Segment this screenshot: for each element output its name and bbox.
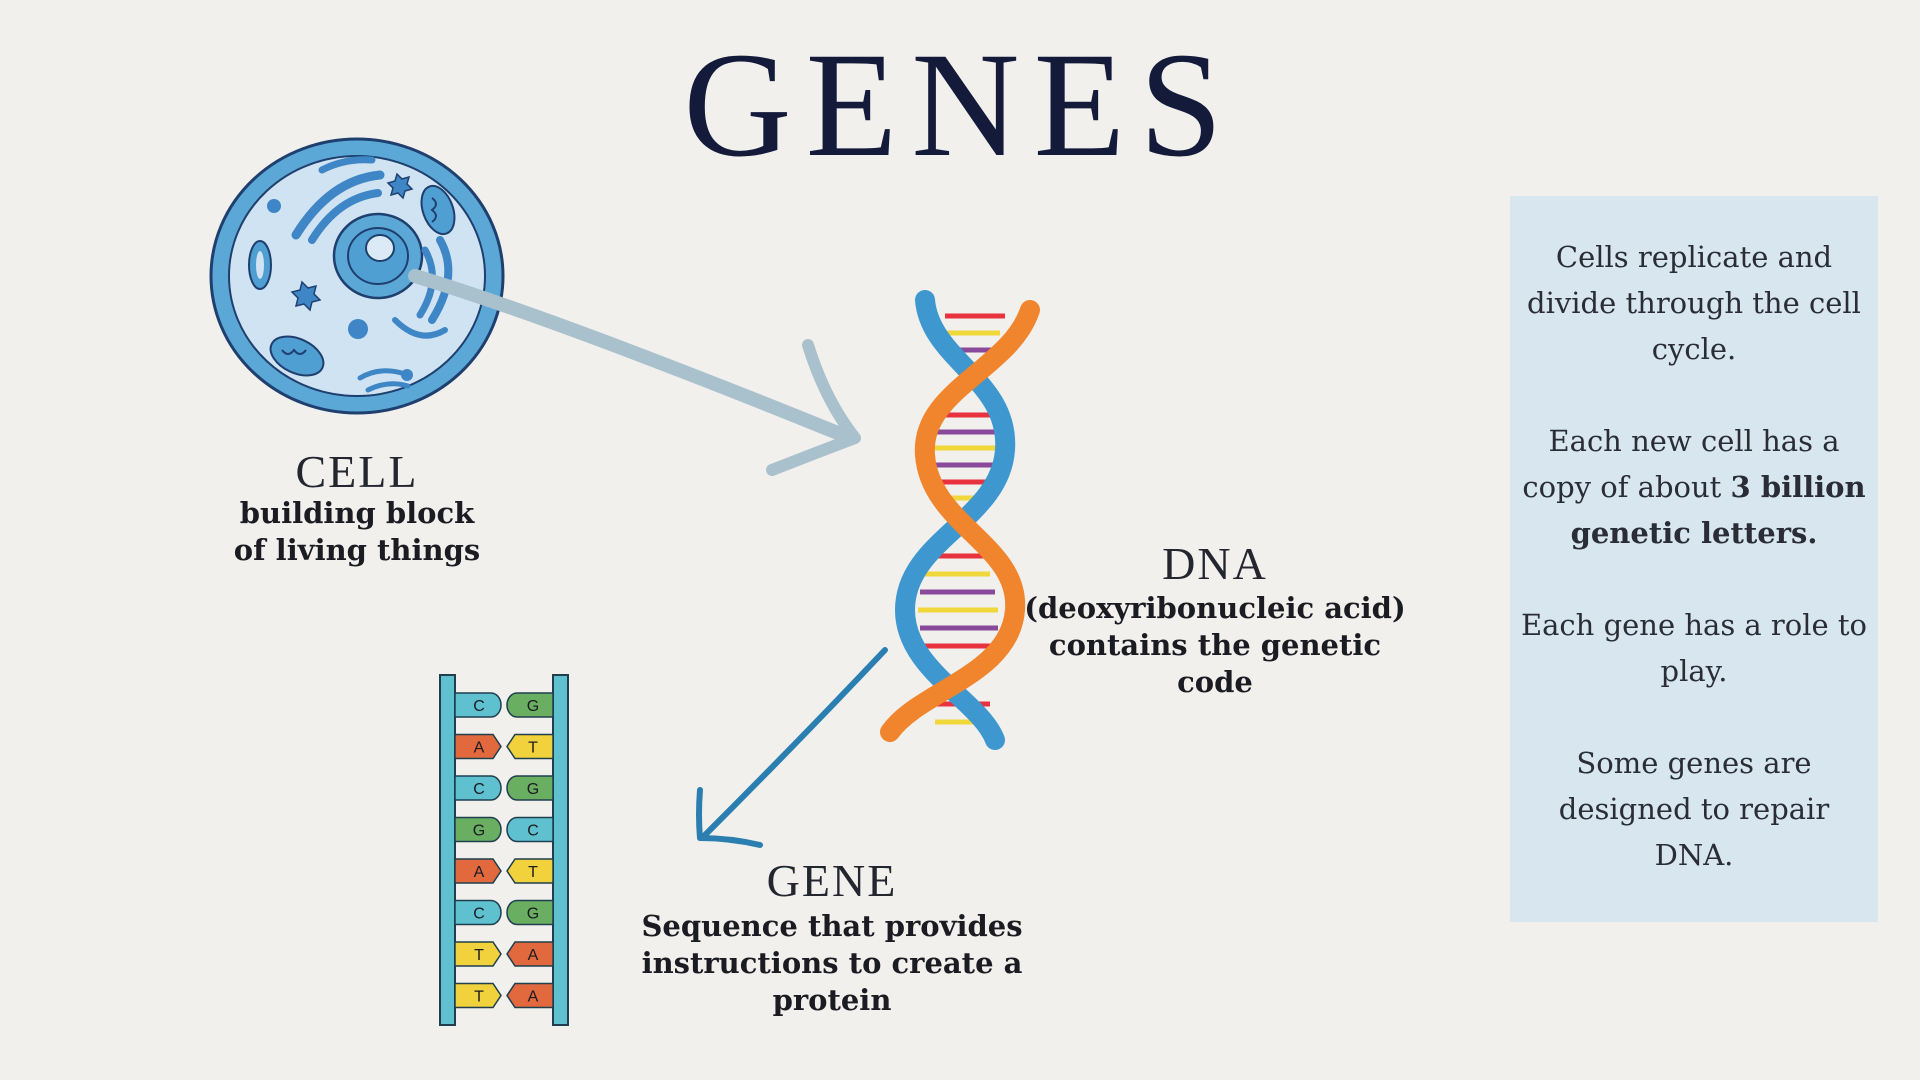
info-panel-text: Cells replicate and divide through the c… [1520, 234, 1868, 878]
base-letter-right: C [527, 823, 539, 840]
base-letter-right: G [527, 906, 539, 923]
base-left [454, 692, 502, 718]
base-letter-left: T [474, 989, 484, 1006]
base-letter-left: A [474, 740, 485, 757]
base-right [506, 858, 554, 884]
base-left [454, 858, 502, 884]
base-right [506, 692, 554, 718]
cell-description-line1: building block [239, 496, 475, 530]
dna-heading: DNA [1162, 538, 1268, 589]
base-letter-right: A [528, 947, 539, 964]
base-letter-left: C [473, 906, 485, 923]
gene-heading: GENE [766, 855, 898, 906]
base-letter-right: T [528, 740, 538, 757]
info-paragraph-4: Some genes are designed to repair DNA. [1558, 746, 1830, 872]
base-right [506, 775, 554, 801]
cell-heading: CELL [295, 446, 419, 497]
base-right [506, 982, 554, 1009]
page-title: GENES [683, 22, 1237, 188]
base-letter-left: T [474, 947, 484, 964]
info-paragraph-2-text: Each new cell has a copy of about [1522, 424, 1840, 504]
gene-description-line3: protein [772, 983, 892, 1017]
gene-description-line1: Sequence that provides [641, 909, 1023, 943]
base-letter-right: G [527, 781, 539, 798]
base-left [454, 941, 502, 967]
arrow-cell-to-dna [408, 269, 861, 476]
cell-description: building block of living things [207, 495, 507, 569]
gene-description-line2: instructions to create a [641, 946, 1023, 980]
dna-description: (deoxyribonucleic acid) contains the gen… [1010, 590, 1420, 701]
base-left [454, 816, 502, 843]
cell-illustration [209, 137, 505, 415]
info-paragraph-2-bold: 3 billion genetic letters. [1570, 470, 1866, 550]
info-panel: Cells replicate and divide through the c… [1510, 196, 1878, 922]
base-letter-left: A [474, 864, 485, 881]
info-paragraph-1: Cells replicate and divide through the c… [1527, 240, 1861, 366]
base-letter-right: A [528, 989, 539, 1006]
base-right [506, 816, 554, 843]
base-letter-left: G [473, 823, 485, 840]
cell-description-line2: of living things [233, 533, 481, 567]
base-letter-left: C [473, 698, 485, 715]
base-letter-right: T [528, 864, 538, 881]
dna-description-line1: (deoxyribonucleic acid) [1024, 591, 1406, 625]
base-right [506, 941, 554, 967]
info-paragraph-3: Each gene has a role to play. [1520, 608, 1868, 688]
dna-helix-illustration [880, 290, 1040, 750]
base-right [506, 733, 554, 760]
info-paragraph-2: Each new cell has a copy of about 3 bill… [1520, 418, 1868, 556]
base-left [454, 982, 502, 1009]
arrow-dna-to-gene [696, 647, 888, 848]
base-letter-right: G [527, 698, 539, 715]
base-letter-left: C [473, 781, 485, 798]
base-left [454, 899, 502, 926]
base-left [454, 733, 502, 760]
dna-description-line2: contains the genetic code [1048, 628, 1382, 699]
base-left [454, 775, 502, 801]
gene-description: Sequence that provides instructions to c… [632, 908, 1032, 1019]
base-right [506, 899, 554, 926]
